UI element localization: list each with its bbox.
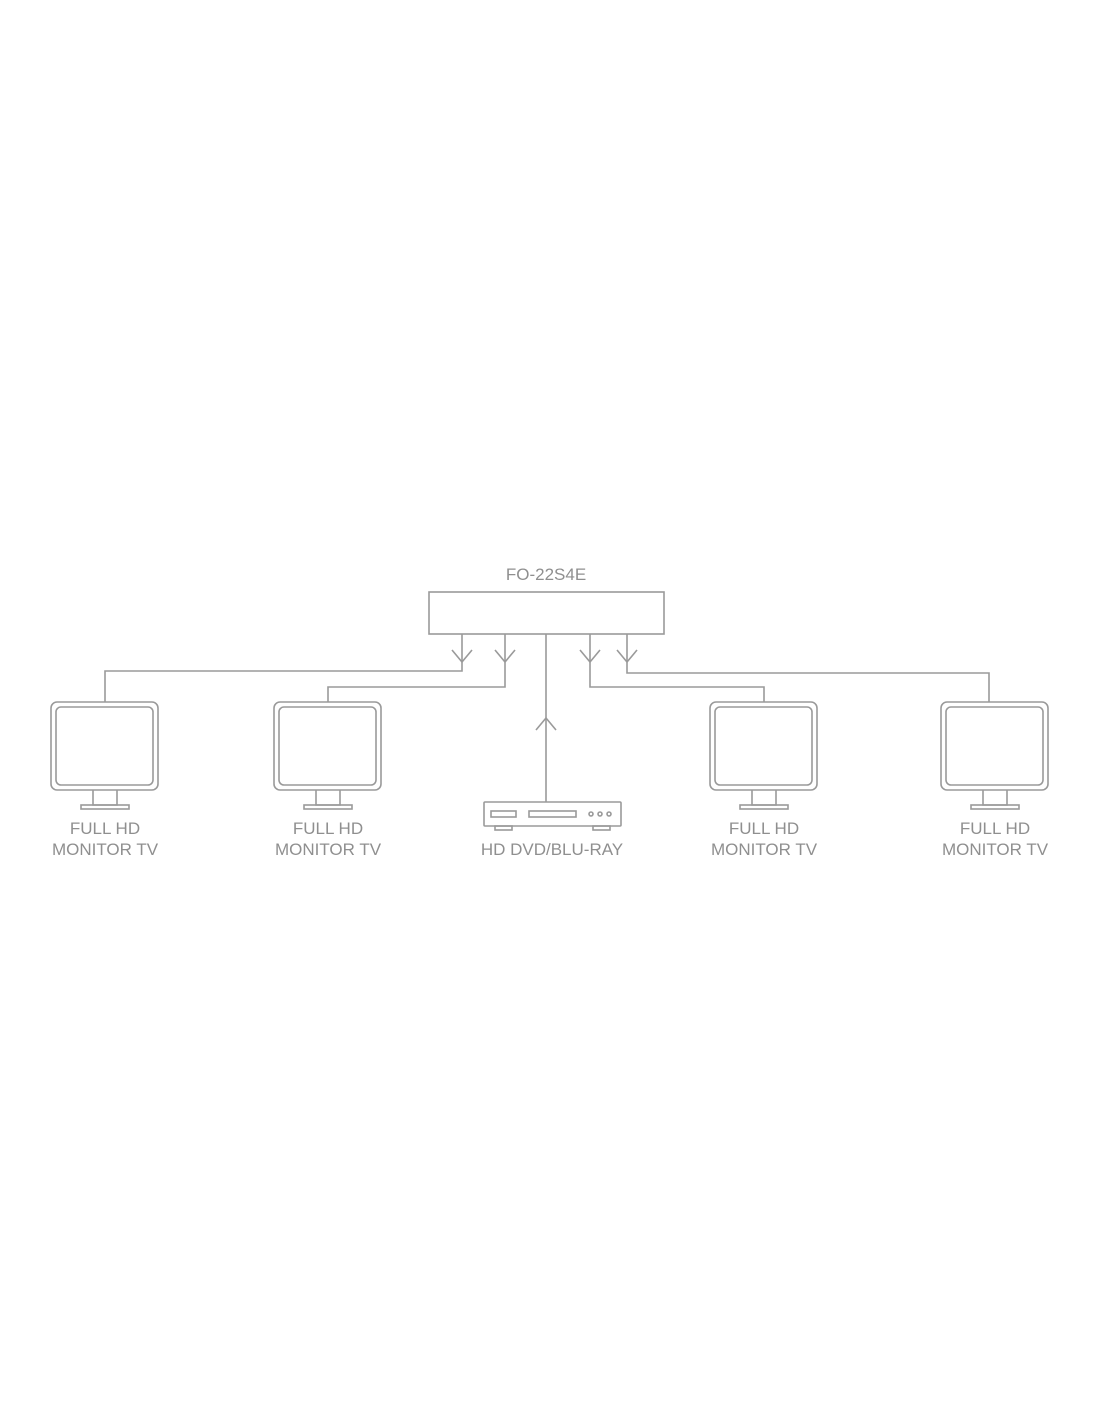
- monitor-icon: [273, 701, 382, 810]
- splitter-label: FO-22S4E: [506, 565, 586, 584]
- monitor-label-line2: MONITOR TV: [275, 840, 382, 859]
- cable-output-4: [626, 634, 990, 702]
- monitor-tv-3: FULL HD MONITOR TV: [709, 701, 818, 859]
- arrow-down-icon: [616, 649, 638, 664]
- arrow-down-icon: [451, 649, 473, 664]
- connector-lines: [104, 634, 990, 802]
- cable-output-1: [104, 634, 463, 702]
- monitor-tv-2: FULL HD MONITOR TV: [273, 701, 382, 859]
- monitor-icon: [709, 701, 818, 810]
- arrow-up-icon: [535, 716, 557, 731]
- monitor-label-line1: FULL HD: [729, 819, 799, 838]
- arrow-down-icon: [579, 649, 601, 664]
- monitor-icon: [50, 701, 159, 810]
- dvd-player-icon: [483, 801, 622, 831]
- monitor-label-line1: FULL HD: [293, 819, 363, 838]
- cable-output-3: [589, 634, 765, 702]
- monitor-label-line2: MONITOR TV: [52, 840, 159, 859]
- monitor-tv-4: FULL HD MONITOR TV: [940, 701, 1049, 859]
- source-label: HD DVD/BLU-RAY: [481, 840, 623, 859]
- arrow-icons: [451, 649, 638, 731]
- monitor-label-line2: MONITOR TV: [711, 840, 818, 859]
- monitor-label-line1: FULL HD: [70, 819, 140, 838]
- monitor-label-line1: FULL HD: [960, 819, 1030, 838]
- splitter-box: [428, 591, 665, 635]
- monitor-icon: [940, 701, 1049, 810]
- monitor-tv-1: FULL HD MONITOR TV: [50, 701, 159, 859]
- arrow-down-icon: [494, 649, 516, 664]
- monitor-label-line2: MONITOR TV: [942, 840, 1049, 859]
- cable-output-2: [327, 634, 506, 702]
